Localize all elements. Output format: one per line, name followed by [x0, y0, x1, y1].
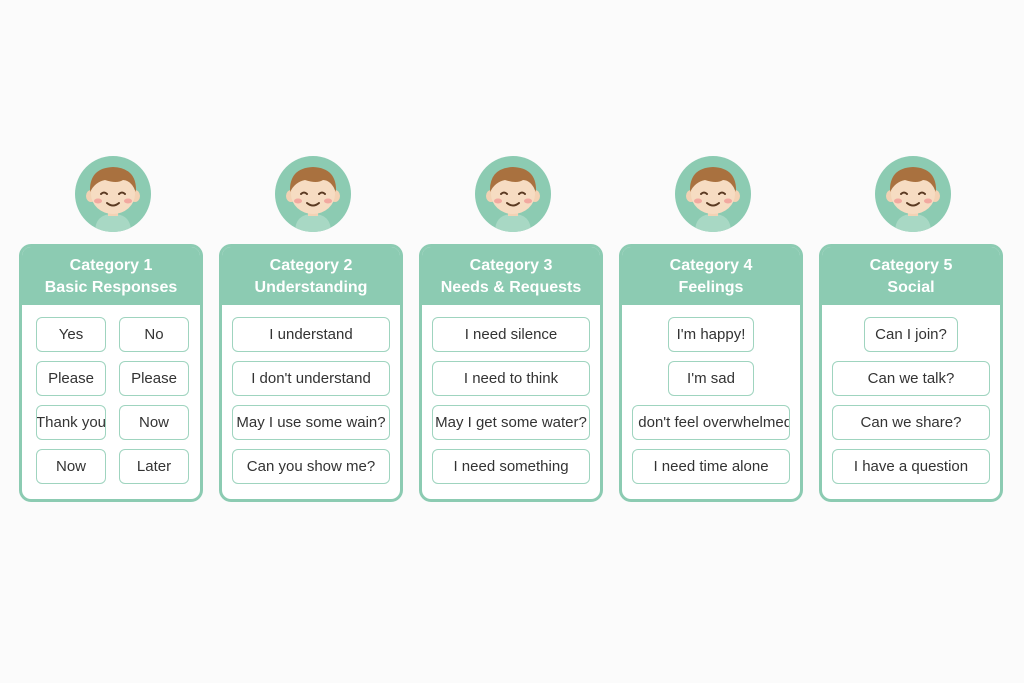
- category-title: Category 1: [69, 257, 153, 274]
- phrase-button[interactable]: Can we talk?: [832, 361, 990, 396]
- child-face-icon: [286, 167, 340, 232]
- phrase-button[interactable]: I understand: [232, 317, 390, 352]
- category-title: Category 3: [469, 257, 553, 274]
- phrase-button[interactable]: Please: [36, 361, 106, 396]
- phrase-button[interactable]: I'm happy!: [668, 317, 754, 352]
- card-header: Category 5 Social: [822, 247, 1000, 305]
- phrase-button[interactable]: I need silence: [432, 317, 590, 352]
- category-title: Category 5: [869, 257, 953, 274]
- phrase-button[interactable]: Can I join?: [864, 317, 958, 352]
- card-header: Category 3 Needs & Requests: [422, 247, 600, 305]
- phrase-button[interactable]: I need time alone: [632, 449, 790, 484]
- card-header: Category 2 Understanding: [222, 247, 400, 305]
- phrase-button[interactable]: Now: [119, 405, 189, 440]
- category-subtitle: Understanding: [254, 279, 368, 296]
- category-card: Category 5 Social Can I join? Can we tal…: [819, 244, 1003, 502]
- category-subtitle: Feelings: [678, 279, 744, 296]
- child-face-icon: [886, 167, 940, 232]
- category-card: Category 3 Needs & Requests I need silen…: [419, 244, 603, 502]
- phrase-button[interactable]: Please: [119, 361, 189, 396]
- phrase-button[interactable]: I have a question: [832, 449, 990, 484]
- phrase-button[interactable]: May I use some wain?: [232, 405, 390, 440]
- category-column-1: Category 1 Basic Responses Yes No Please…: [19, 156, 207, 502]
- category-card: Category 4 Feelings I'm happy! I'm sad I…: [619, 244, 803, 502]
- phrase-button[interactable]: I don't understand: [232, 361, 390, 396]
- category-subtitle: Basic Responses: [44, 279, 178, 296]
- card-header: Category 4 Feelings: [622, 247, 800, 305]
- category-card: Category 1 Basic Responses Yes No Please…: [19, 244, 203, 502]
- child-face-icon: [686, 167, 740, 232]
- phrase-button[interactable]: Can we share?: [832, 405, 990, 440]
- phrase-button[interactable]: Yes: [36, 317, 106, 352]
- phrase-button[interactable]: Thank you: [36, 405, 106, 440]
- category-column-4: Category 4 Feelings I'm happy! I'm sad I…: [619, 156, 807, 502]
- avatar: [475, 156, 551, 232]
- card-header: Category 1 Basic Responses: [22, 247, 200, 305]
- category-column-5: Category 5 Social Can I join? Can we tal…: [819, 156, 1007, 502]
- phrase-button[interactable]: Now: [36, 449, 106, 484]
- avatar: [275, 156, 351, 232]
- avatar: [875, 156, 951, 232]
- phrase-button[interactable]: I don't feel overwhelmed: [632, 405, 790, 440]
- child-face-icon: [486, 167, 540, 232]
- category-title: Category 2: [269, 257, 353, 274]
- category-column-2: Category 2 Understanding I understand I …: [219, 156, 407, 502]
- phrase-button[interactable]: Can you show me?: [232, 449, 390, 484]
- avatar: [75, 156, 151, 232]
- phrase-button[interactable]: No: [119, 317, 189, 352]
- phrase-button[interactable]: I need to think: [432, 361, 590, 396]
- category-subtitle: Social: [887, 279, 935, 296]
- category-subtitle: Needs & Requests: [440, 279, 582, 296]
- category-title: Category 4: [669, 257, 753, 274]
- category-column-3: Category 3 Needs & Requests I need silen…: [419, 156, 607, 502]
- avatar: [675, 156, 751, 232]
- phrase-button[interactable]: Later: [119, 449, 189, 484]
- child-face-icon: [86, 167, 140, 232]
- phrase-button[interactable]: May I get some water?: [432, 405, 590, 440]
- phrase-button[interactable]: I'm sad: [668, 361, 754, 396]
- category-card: Category 2 Understanding I understand I …: [219, 244, 403, 502]
- phrase-button[interactable]: I need something: [432, 449, 590, 484]
